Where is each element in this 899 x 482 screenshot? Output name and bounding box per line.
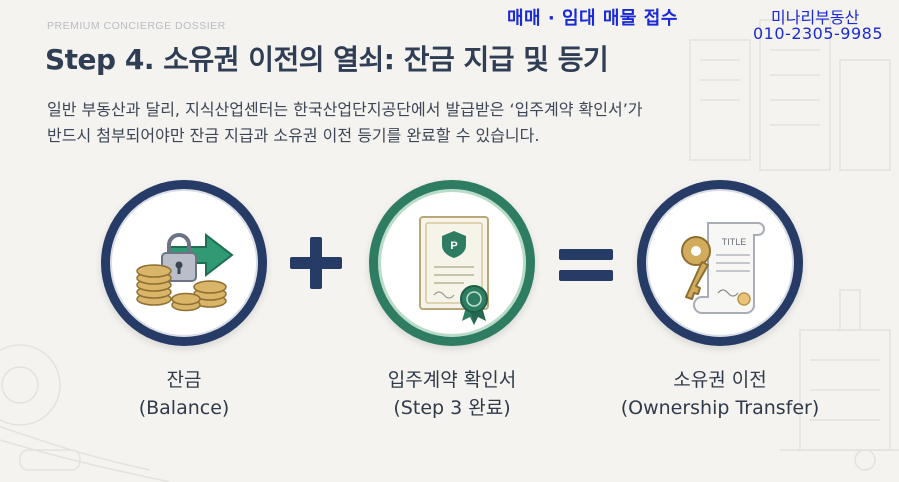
balance-label-main: 잔금 (166, 369, 202, 391)
description: 일반 부동산과 달리, 지식산업센터는 한국산업단지공단에서 발급받은 ‘입주계… (47, 97, 747, 149)
certificate-circle: P (369, 180, 535, 346)
certificate-label-main: 입주계약 확인서 (387, 369, 517, 391)
description-line-1: 일반 부동산과 달리, 지식산업센터는 한국산업단지공단에서 발급받은 ‘입주계… (47, 100, 643, 119)
balance-circle (101, 180, 267, 346)
coins-lock-arrow-icon (136, 232, 234, 312)
agency-phone: 010-2305-9985 (753, 24, 884, 43)
equals-icon (559, 249, 613, 281)
page-title: Step 4. 소유권 이전의 열쇠: 잔금 지급 및 등기 (45, 43, 609, 76)
description-line-2: 반드시 첨부되어야만 잔금 지급과 소유권 이전 등기를 완료할 수 있습니다. (47, 126, 540, 145)
plus-icon (290, 237, 342, 289)
ownership-label-main: 소유권 이전 (673, 369, 767, 391)
certificate-label: 입주계약 확인서 (Step 3 완료) (388, 366, 516, 422)
certificate-label-sub: (Step 3 완료) (393, 397, 511, 419)
certificate-icon: P (419, 216, 489, 325)
balance-label-sub: (Balance) (138, 397, 230, 419)
agency-name: 미나리부동산 (771, 8, 860, 27)
svg-text:P: P (450, 240, 457, 252)
key-title-deed-icon: TITLE (681, 222, 765, 314)
balance-label: 잔금 (Balance) (139, 366, 230, 422)
deed-title-text: TITLE (722, 237, 747, 247)
ownership-label-sub: (Ownership Transfer) (620, 397, 820, 419)
ownership-circle: TITLE (637, 180, 803, 346)
section-kicker: PREMIUM CONCIERGE DOSSIER (47, 20, 226, 32)
ownership-label: 소유권 이전 (Ownership Transfer) (621, 366, 820, 422)
listing-ad-text: 매매 · 임대 매물 접수 (507, 8, 678, 29)
